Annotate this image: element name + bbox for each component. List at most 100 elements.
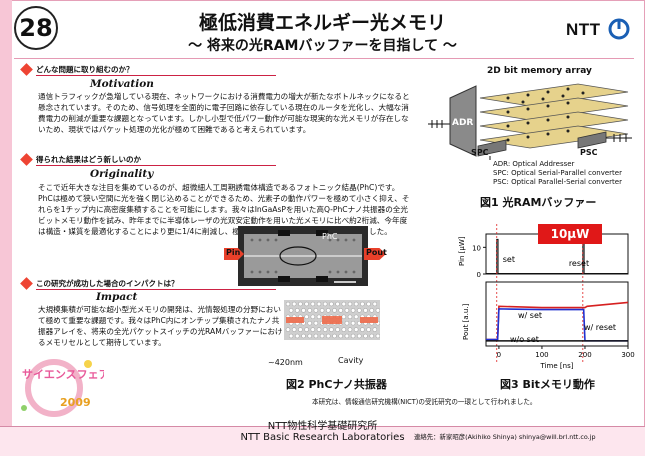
phc-hole — [313, 308, 319, 313]
phc-hole — [307, 321, 312, 326]
wreset-label: w/ reset — [584, 323, 616, 332]
fig2-pin-label: Pin — [226, 248, 241, 257]
phc-hole — [357, 308, 362, 313]
left-color-band — [0, 0, 12, 456]
fig2-phc-lattice — [284, 300, 380, 340]
fig1-legend-psc: PSC: Optical Parallel-Serial converter — [493, 178, 622, 186]
phc-hole — [372, 327, 378, 332]
wset-label: w/ set — [518, 311, 542, 320]
fig2-size-label: ~420nm — [268, 358, 303, 367]
reset-label: reset — [569, 259, 589, 268]
phc-hole — [323, 327, 328, 332]
x-tick-label: 200 — [578, 351, 591, 359]
contact-info: 連絡先：新家昭彦(Akihiko Shinya) shinya@will.brl… — [414, 433, 596, 441]
header-divider — [14, 58, 634, 59]
phc-hole — [366, 301, 371, 307]
phc-hole — [375, 333, 380, 339]
science-fair-badge-icon: サイエンスフェア 2009 — [21, 359, 104, 417]
phc-hole — [329, 327, 334, 332]
phc-hole — [304, 301, 309, 307]
woset-label: w/o set — [510, 335, 539, 344]
phc-hole — [307, 308, 312, 313]
badge-year: 2009 — [60, 396, 91, 409]
phc-hole — [313, 321, 319, 326]
phc-hole — [347, 301, 353, 307]
phc-hole — [329, 301, 334, 307]
fig2-cavity-label: Cavity — [338, 356, 364, 365]
phc-hole — [310, 301, 315, 307]
phc-hole — [316, 327, 322, 332]
fig1-caption: 図1 光RAMバッファー — [480, 196, 597, 209]
ntt-logo-text: NTT — [566, 20, 601, 39]
pout-axis-label: Pout [a.u.] — [462, 303, 470, 340]
phc-hole — [350, 321, 356, 326]
phc-hole — [298, 301, 303, 307]
phc-hole — [332, 308, 337, 313]
phc-hole — [335, 301, 340, 307]
phc-hole — [326, 308, 331, 313]
fig1-legend-spc: SPC: Optical Serial-Parallel converter — [493, 169, 622, 177]
phc-hole — [295, 308, 300, 313]
phc-hole — [310, 314, 315, 319]
phc-hole — [350, 333, 356, 339]
phc-hole — [298, 327, 303, 332]
x-tick-label: 0 — [497, 351, 501, 359]
heading-motivation: Motivation — [90, 78, 154, 90]
phc-hole — [316, 301, 322, 307]
fig3-power-badge: 10μW — [538, 224, 602, 244]
phc-hole — [301, 308, 306, 313]
phc-hole — [344, 308, 350, 313]
set-label: set — [503, 255, 515, 264]
ntt-logo-icon — [608, 18, 630, 40]
phc-hole — [323, 301, 328, 307]
phc-hole — [316, 314, 322, 319]
phc-hole — [341, 301, 346, 307]
fig3-caption: 図3 Bitメモリ動作 — [500, 378, 595, 391]
phc-hole — [338, 308, 343, 313]
phc-hole — [341, 314, 346, 319]
phc-hole — [285, 301, 291, 307]
phc-hole — [372, 301, 378, 307]
phc-hole — [353, 327, 359, 332]
phc-hole — [332, 333, 337, 339]
fig2-caption: 図2 PhCナノ共振器 — [286, 378, 387, 391]
phc-hole — [344, 321, 350, 326]
page-title: 極低消費エネルギー光メモリ — [198, 12, 446, 34]
phc-hole — [307, 333, 312, 339]
phc-hole — [295, 333, 300, 339]
phc-hole — [347, 327, 353, 332]
question-originality: 得られた結果はどう新しいのか — [20, 153, 402, 166]
diamond-bullet-icon — [20, 63, 33, 76]
footer-lab-name-en: NTT Basic Research Laboratories — [240, 432, 405, 443]
phc-hole — [319, 333, 325, 339]
top-y-tick-label: 10 — [472, 244, 481, 252]
pin-axis-label: Pin [μW] — [458, 236, 466, 266]
phc-hole — [301, 333, 306, 339]
phc-hole — [310, 327, 315, 332]
heading-impact: Impact — [96, 291, 138, 303]
phc-hole — [288, 308, 294, 313]
pout-arrow-icon — [364, 248, 386, 260]
phc-hole — [291, 301, 297, 307]
question-motivation: どんな問題に取り組むのか？ — [20, 63, 402, 76]
phc-hole — [350, 308, 356, 313]
phc-hole — [357, 333, 362, 339]
fig2-phc-label: PhC — [322, 232, 338, 241]
phc-hole — [360, 301, 365, 307]
bottom-panel-frame — [485, 281, 629, 347]
phc-hole — [375, 308, 380, 313]
phc-hole — [344, 333, 350, 339]
badge-text: サイエンスフェア — [22, 368, 104, 381]
funding-note: 本研究は、情報通信研究機構(NICT)の受託研究の一環として行われました。 — [312, 398, 537, 406]
text-motivation: 通信トラフィックが急増している現在、ネットワークにおける消費電力の増大が新たなボ… — [38, 92, 410, 134]
x-tick-label: 100 — [535, 351, 548, 359]
fig2-scale-label: 2μm — [340, 289, 356, 297]
diamond-bullet-icon — [20, 153, 33, 166]
phc-hole — [369, 308, 374, 313]
phc-hole — [304, 327, 309, 332]
question-impact: この研究が成功した場合のインパクトは？ — [20, 277, 402, 290]
phc-hole — [335, 327, 340, 332]
fig1-array-title: 2D bit memory array — [487, 66, 592, 76]
phc-hole — [285, 327, 291, 332]
phc-hole — [366, 327, 371, 332]
